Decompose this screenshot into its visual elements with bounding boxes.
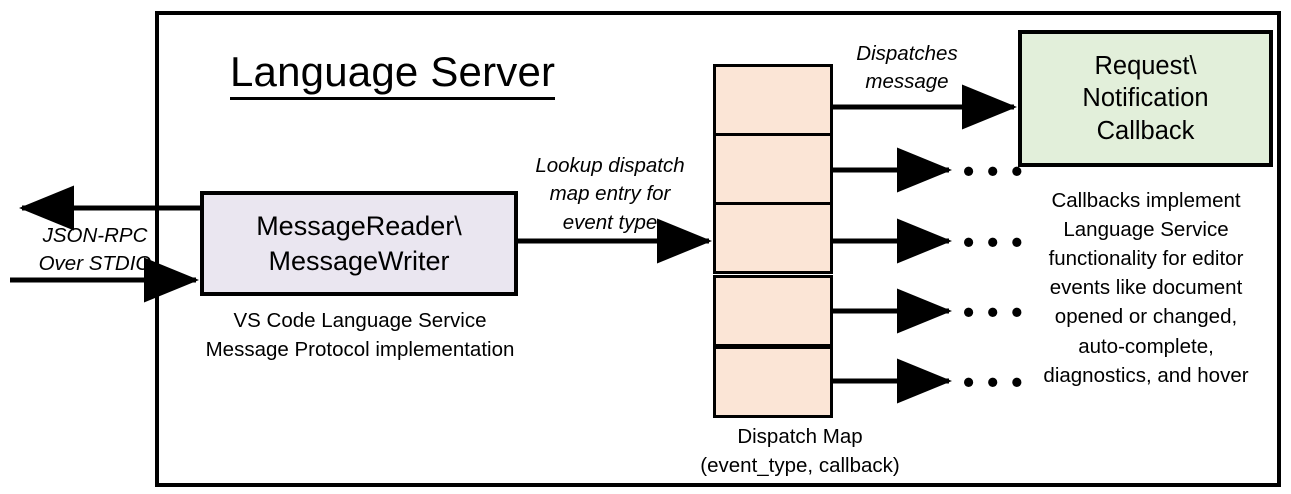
message-io-caption-line2: Message Protocol implementation [205,338,515,362]
message-io-box[interactable]: MessageReader\ MessageWriter [200,191,518,296]
callback-label-line3: Callback [1096,116,1195,145]
callback-label-line2: Notification [1082,84,1209,113]
dispatch-map-caption: Dispatch Map (event_type, callback) [640,422,960,480]
edge-label-dispatch: Dispatches message [832,40,982,97]
dispatch-map-cell-1[interactable] [713,64,833,136]
dispatch-map-cell-4[interactable] [713,275,833,347]
ellipsis-mark-2: • • • [963,224,1025,260]
callback-caption-line6: auto-complete, [1078,334,1214,358]
message-io-caption-line1: VS Code Language Service [233,309,487,332]
callback-caption-line5: opened or changed, [1054,305,1238,329]
message-io-caption: VS Code Language Service Message Protoco… [190,306,530,364]
dispatch-map-caption-line2: (event_type, callback) [700,454,900,478]
callback-box[interactable]: Request\ Notification Callback [1018,30,1273,167]
edge-label-transport: JSON-RPC Over STDIO [20,222,170,279]
edge-label-transport-line1: JSON-RPC [42,224,148,247]
dispatch-map-cell-2[interactable] [713,133,833,205]
callback-label-line1: Request\ [1094,51,1197,80]
message-io-label-line1: MessageReader\ [256,210,462,241]
ellipsis-mark-1: • • • [963,153,1025,189]
callback-caption-line2: Language Service [1063,218,1229,242]
message-io-label: MessageReader\ MessageWriter [256,209,462,278]
message-io-label-line2: MessageWriter [268,245,450,276]
edge-label-dispatch-line2: message [865,70,949,94]
page-title: Language Server [230,48,590,100]
edge-label-lookup-line3: event type [562,210,658,234]
dispatch-map-table[interactable] [713,64,833,418]
callback-caption-line1: Callbacks implement [1051,189,1241,212]
dispatch-map-cell-3[interactable] [713,202,833,274]
ellipsis-mark-3: • • • [963,294,1025,330]
ellipsis-mark-4: • • • [963,364,1025,400]
callback-caption-line4: events like document [1049,276,1243,300]
edge-label-lookup-line2: map entry for [549,182,671,206]
callback-label: Request\ Notification Callback [1082,50,1208,147]
edge-label-lookup: Lookup dispatch map entry for event type [510,152,710,237]
language-server-boundary [155,11,1281,487]
callback-caption-line3: functionality for editor [1048,247,1244,271]
edge-label-transport-line2: Over STDIO [38,252,152,276]
callback-caption-line7: diagnostics, and hover [1043,363,1249,387]
dispatch-map-cell-5[interactable] [713,346,833,418]
callback-caption: Callbacks implement Language Service fun… [1012,186,1280,390]
dispatch-map-caption-line1: Dispatch Map [737,425,863,448]
edge-label-dispatch-line1: Dispatches [856,42,958,65]
edge-label-lookup-line1: Lookup dispatch [535,154,685,177]
page-title-text: Language Server [230,48,556,100]
